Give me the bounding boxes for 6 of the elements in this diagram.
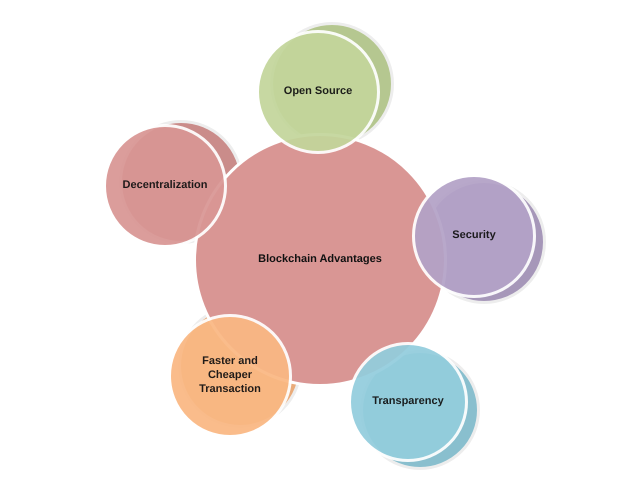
circle-label: Decentralization (122, 179, 208, 193)
circle-label: Security (452, 229, 496, 243)
circle-label: Faster and Cheaper Transaction (198, 355, 262, 397)
circle-label: Open Source (284, 85, 352, 99)
circle-label: Blockchain Advantages (258, 253, 382, 267)
circle-label: Transparency (372, 395, 444, 409)
